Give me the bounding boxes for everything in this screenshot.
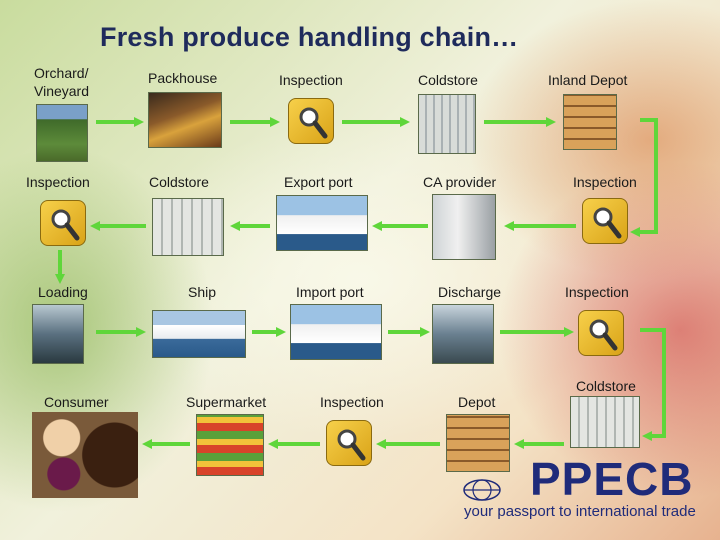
label-inspection-2: Inspection (26, 174, 90, 190)
packhouse-photo (148, 92, 222, 148)
discharge-photo (432, 304, 494, 364)
magnifier-icon (51, 209, 80, 241)
label-coldstore-2: Coldstore (149, 174, 209, 190)
label-inspection-3: Inspection (573, 174, 637, 190)
inspection-icon-5 (326, 420, 372, 466)
coldstore-photo-2 (152, 198, 224, 256)
ship-photo (152, 310, 246, 358)
coldstore-photo-3 (570, 396, 640, 448)
label-loading: Loading (38, 284, 88, 300)
coldstore-photo-1 (418, 94, 476, 154)
label-depot: Depot (458, 394, 496, 410)
consumer-photo (32, 412, 138, 498)
label-ca-provider: CA provider (423, 174, 497, 190)
depot-photo (446, 414, 510, 472)
label-packhouse: Packhouse (148, 70, 218, 86)
magnifier-icon (593, 207, 622, 239)
arrow-inspection-to-coldstore-3 (640, 328, 666, 441)
magnifier-icon (299, 107, 328, 139)
label-import-port: Import port (296, 284, 364, 300)
label-inland-depot: Inland Depot (548, 72, 628, 88)
inspection-icon-2 (40, 200, 86, 246)
label-inspection-1: Inspection (279, 72, 343, 88)
label-coldstore-1: Coldstore (418, 72, 478, 88)
inspection-icon-1 (288, 98, 334, 144)
globe-icon (463, 479, 501, 501)
label-inspection-5: Inspection (320, 394, 384, 410)
label-supermarket: Supermarket (186, 394, 267, 410)
label-export-port: Export port (284, 174, 353, 190)
label-coldstore-3: Coldstore (576, 378, 636, 394)
inspection-icon-3 (582, 198, 628, 244)
label-ship: Ship (188, 284, 217, 300)
orchard-photo (36, 104, 88, 162)
ca-provider-photo (432, 194, 496, 260)
magnifier-icon (337, 429, 366, 461)
supermarket-photo (196, 414, 264, 476)
ppecb-logo: PPECB (530, 453, 694, 505)
label-orchard-vineyard: Orchard/ Vineyard (34, 64, 104, 100)
arrow-depot-to-inspection (630, 118, 658, 237)
loading-photo (32, 304, 84, 364)
label-consumer: Consumer (44, 394, 109, 410)
inland-depot-photo (563, 94, 617, 150)
inspection-icon-4 (578, 310, 624, 356)
label-orchard-vineyard-text: Orchard/ Vineyard (34, 65, 90, 99)
label-inspection-4: Inspection (565, 284, 629, 300)
page-title: Fresh produce handling chain… (100, 22, 519, 52)
logo-tagline: your passport to international trade (464, 503, 696, 520)
magnifier-icon (589, 319, 618, 351)
export-port-photo (276, 195, 368, 251)
import-port-photo (290, 304, 382, 360)
label-discharge: Discharge (438, 284, 502, 300)
